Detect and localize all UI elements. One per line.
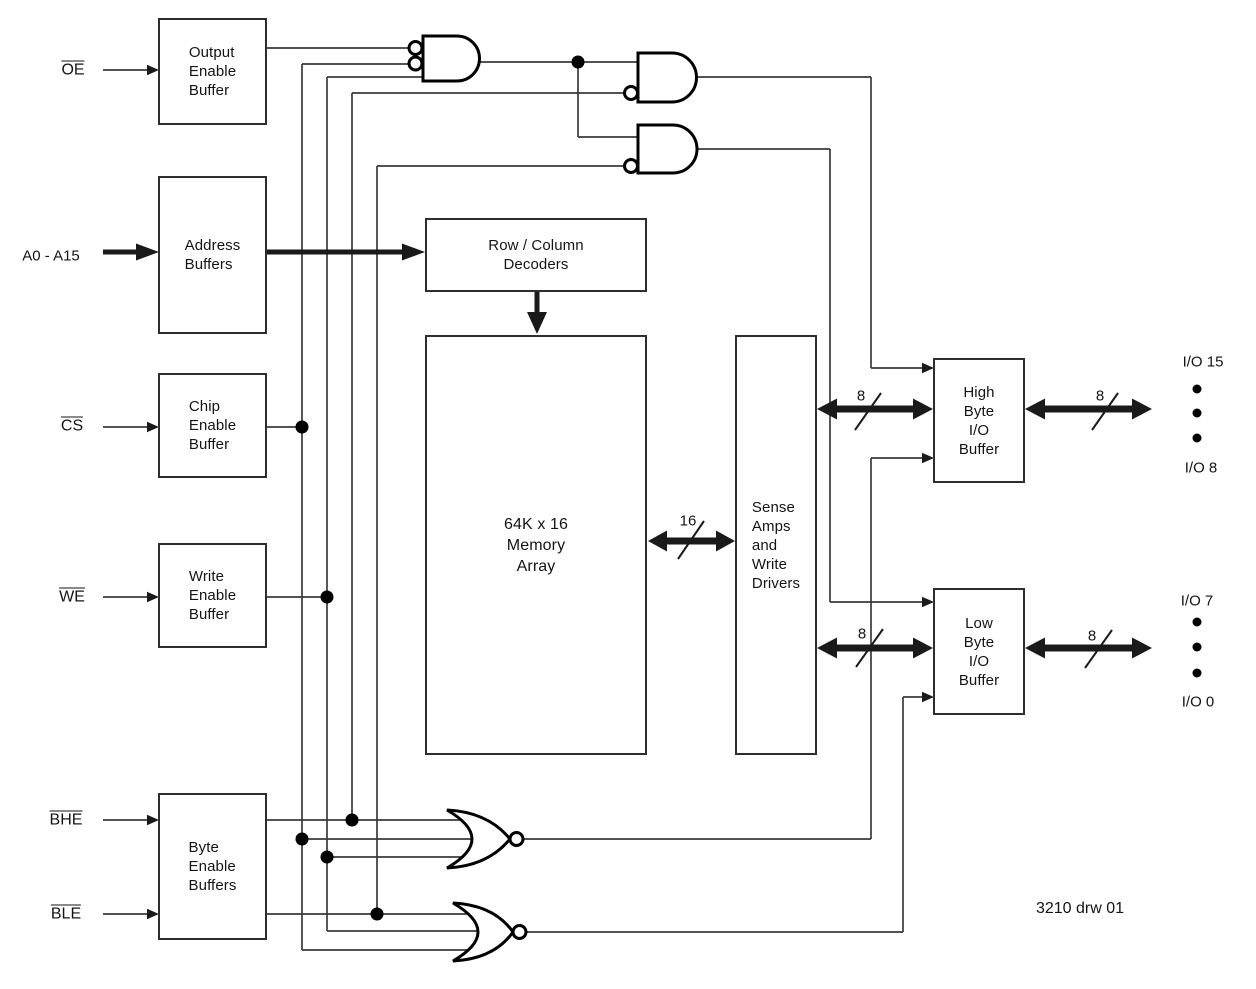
signal-ble-label: BLE	[50, 904, 82, 923]
io-label-high-top: I/O 15	[1182, 353, 1224, 371]
inverting-bubble	[623, 85, 639, 101]
decoder-to-array-arrow	[527, 292, 547, 334]
bus-width-low-external: 8	[1087, 627, 1097, 645]
io-ellipsis-dots	[1192, 384, 1202, 678]
io-label-high-bottom: I/O 8	[1184, 459, 1218, 477]
block-row-column-decoders: Row / Column Decoders	[425, 218, 647, 292]
low-byte-external-bus	[1025, 637, 1152, 659]
drawing-number: 3210 drw 01	[1035, 900, 1125, 917]
oe-input-arrow	[103, 64, 159, 76]
block-label: Write Enable Buffer	[188, 568, 237, 623]
block-memory-array: 64K x 16 Memory Array	[425, 335, 647, 755]
gates	[407, 34, 699, 963]
bus-slashes	[677, 392, 1119, 669]
signal-cs: CS	[60, 416, 84, 436]
block-write-enable-buffer: Write Enable Buffer	[158, 543, 267, 648]
bus-width-memory: 16	[679, 512, 697, 530]
signal-we: WE	[59, 587, 85, 607]
nor-gate-low-byte-write-enable	[452, 901, 528, 963]
block-byte-enable-buffers: Byte Enable Buffers	[158, 793, 267, 940]
block-high-byte-io-buffer: High Byte I/O Buffer	[933, 358, 1025, 483]
inverting-bubble	[623, 158, 639, 174]
io-label-low-bottom: I/O 0	[1181, 693, 1215, 711]
cs-input-arrow	[103, 421, 159, 433]
block-label: Address Buffers	[184, 237, 241, 273]
and-gate-low-byte-output-enable	[623, 123, 699, 175]
block-label: Sense Amps and Write Drivers	[751, 498, 801, 592]
junction-dots	[295, 55, 585, 921]
nand-gate-oe-cs-we	[407, 34, 481, 83]
signal-oe: OE	[61, 60, 85, 80]
signal-bhe-label: BHE	[49, 810, 83, 829]
bus-width-low-internal: 8	[857, 625, 867, 643]
high-byte-internal-bus	[817, 398, 933, 420]
we-input-arrow	[103, 591, 159, 603]
signal-address: A0 - A15	[22, 247, 80, 265]
block-label: Row / Column Decoders	[488, 237, 584, 273]
ble-input-arrow	[103, 908, 159, 920]
block-label: Low Byte I/O Buffer	[958, 614, 1000, 689]
high-byte-enable-arrows	[922, 362, 934, 464]
signal-bhe: BHE	[49, 810, 83, 830]
bus-width-high-external: 8	[1095, 387, 1105, 405]
signal-oe-label: OE	[61, 60, 85, 79]
bus-arrows	[103, 243, 1152, 659]
io-label-low-top: I/O 7	[1180, 592, 1214, 610]
address-to-decoder-bus	[267, 243, 425, 261]
block-chip-enable-buffer: Chip Enable Buffer	[158, 373, 267, 478]
block-label: High Byte I/O Buffer	[958, 383, 1000, 458]
block-label: 64K x 16 Memory Array	[504, 515, 568, 575]
inverting-bubble	[511, 924, 528, 940]
block-low-byte-io-buffer: Low Byte I/O Buffer	[933, 588, 1025, 715]
signal-cs-label: CS	[60, 416, 84, 435]
low-byte-internal-bus	[817, 637, 933, 659]
bhe-input-arrow	[103, 814, 159, 826]
nor-gate-high-byte-write-enable	[446, 808, 525, 870]
inverting-bubble	[407, 40, 424, 56]
signal-ble: BLE	[50, 904, 82, 924]
bus-width-high-internal: 8	[856, 387, 866, 405]
block-address-buffers: Address Buffers	[158, 176, 267, 334]
signal-we-label: WE	[59, 587, 85, 606]
low-byte-enable-arrows	[922, 596, 934, 703]
high-byte-external-bus	[1025, 398, 1152, 420]
block-label: Output Enable Buffer	[188, 44, 237, 99]
block-label: Byte Enable Buffers	[188, 839, 237, 894]
block-output-enable-buffer: Output Enable Buffer	[158, 18, 267, 125]
block-sense-amps-write-drivers: Sense Amps and Write Drivers	[735, 335, 817, 755]
and-gate-high-byte-output-enable	[623, 51, 698, 104]
signal-arrows	[103, 64, 934, 920]
address-input-bus	[103, 243, 159, 261]
inverting-bubble	[407, 55, 424, 72]
block-label: Chip Enable Buffer	[188, 398, 237, 453]
inverting-bubble	[508, 831, 525, 847]
